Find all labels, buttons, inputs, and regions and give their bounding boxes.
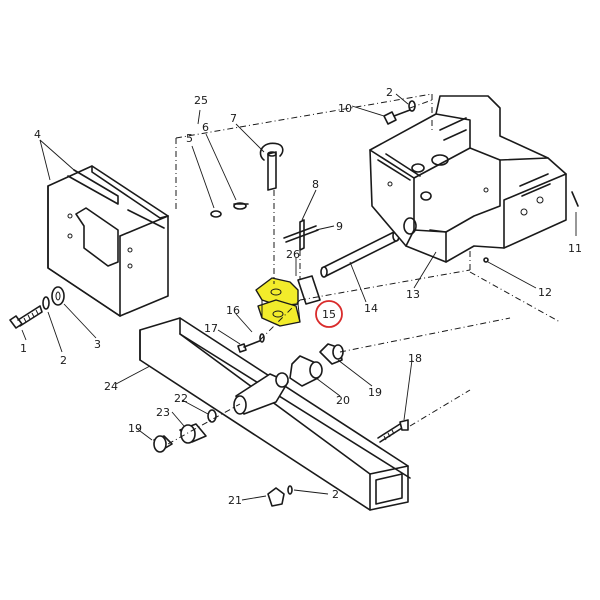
label-part-9: 9	[336, 220, 343, 233]
label-part-21: 21	[228, 494, 242, 507]
washer-part-2-bottom	[287, 485, 293, 495]
sleeve-part-23	[179, 423, 207, 444]
label-part-13: 13	[406, 288, 420, 301]
washer-part-2	[42, 296, 50, 310]
label-part-20: 20	[336, 394, 350, 407]
ring-part-22-lower	[207, 409, 217, 423]
label-part-23: 23	[156, 406, 170, 419]
part-labels: 4 1 2 3 5 6 7 25 8 9 10 2 11 12 13 14 15…	[20, 86, 582, 507]
label-part-7: 7	[230, 112, 237, 125]
bolt-part-17	[237, 339, 263, 353]
label-part-10: 10	[338, 102, 352, 115]
label-part-2-left: 2	[60, 354, 67, 367]
label-part-25: 25	[194, 94, 208, 107]
label-part-12: 12	[538, 286, 552, 299]
label-part-19-left: 19	[128, 422, 142, 435]
cap-part-19-upper	[319, 343, 344, 365]
bolt-part-18	[377, 419, 409, 443]
label-part-6: 6	[202, 121, 209, 134]
bolt-part-10	[383, 109, 411, 125]
label-part-14: 14	[364, 302, 378, 315]
weight-block-part	[47, 165, 169, 317]
label-part-16: 16	[226, 304, 240, 317]
frame-housing-part-13	[369, 95, 567, 263]
shaft-part-14	[320, 230, 400, 278]
cap-part-19-lower	[153, 435, 173, 453]
label-part-17: 17	[204, 322, 218, 335]
label-part-3: 3	[94, 338, 101, 351]
lynch-pin-part-7	[259, 142, 284, 191]
highlight-callout-circle	[315, 300, 343, 328]
bolt-part-1	[9, 305, 43, 329]
fitting-part-21	[267, 487, 285, 507]
label-part-22: 22	[174, 392, 188, 405]
label-part-18: 18	[408, 352, 422, 365]
spring-pin-part-9	[283, 225, 319, 243]
label-part-2-top: 2	[386, 86, 393, 99]
label-part-4: 4	[34, 128, 41, 141]
drawbar-tube-part-24	[139, 317, 411, 511]
hook-assembly-part-15	[255, 277, 301, 327]
label-part-24: 24	[104, 380, 118, 393]
pin-part-8	[299, 219, 305, 251]
label-part-2-bottom: 2	[332, 488, 339, 501]
label-part-26: 26	[286, 248, 300, 261]
leader-lines	[21, 93, 577, 501]
bent-tube-part-22	[233, 372, 289, 415]
bushing-part-20	[289, 355, 323, 387]
label-part-19-right: 19	[368, 386, 382, 399]
nut-part-3	[51, 286, 65, 306]
label-part-15: 15	[322, 308, 336, 321]
label-part-5: 5	[186, 132, 193, 145]
clip-pin-part-6	[233, 202, 249, 210]
label-part-8: 8	[312, 178, 319, 191]
label-part-11: 11	[568, 242, 582, 255]
label-part-1: 1	[20, 342, 27, 355]
assembly-center-lines	[167, 93, 561, 445]
clip-ring-part-5	[210, 210, 222, 218]
pin-part-12	[483, 257, 489, 263]
pin-part-11	[571, 191, 579, 207]
